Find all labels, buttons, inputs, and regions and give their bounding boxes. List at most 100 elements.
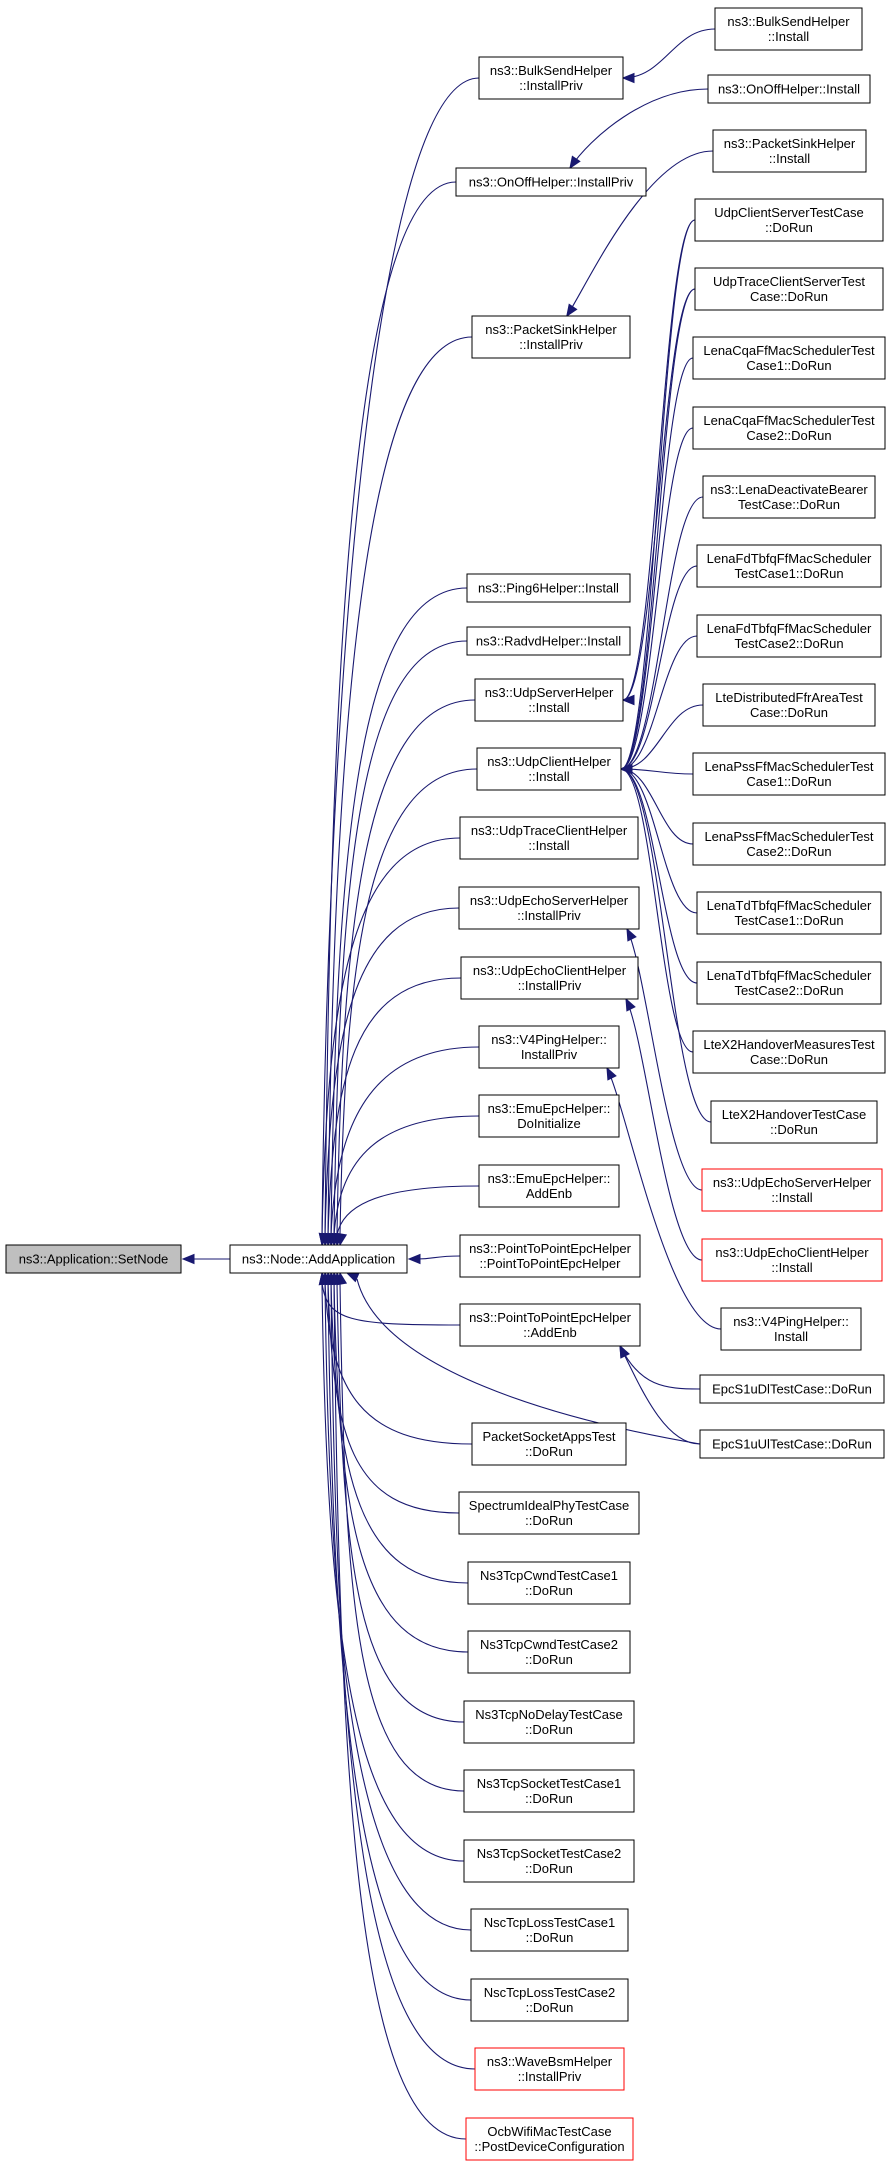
node-nsc1[interactable]: NscTcpLossTestCase1::DoRun <box>470 1908 629 1952</box>
node-ptpa[interactable]: ns3::PointToPointEpcHelper::AddEnb <box>459 1303 641 1347</box>
node-label-nsc2-0: NscTcpLossTestCase2 <box>484 1985 616 2000</box>
node-bsip[interactable]: ns3::BulkSendHelper::InstallPriv <box>478 56 624 100</box>
node-emui[interactable]: ns3::EmuEpcHelper::DoInitialize <box>478 1094 620 1138</box>
node-label-lfd2-1: TestCase2::DoRun <box>734 636 843 651</box>
node-uecp[interactable]: ns3::UdpEchoClientHelper::InstallPriv <box>460 956 639 1000</box>
node-psa[interactable]: PacketSocketAppsTest::DoRun <box>471 1422 627 1466</box>
edge-hub-nsc2 <box>327 1282 472 2001</box>
node-box-emui <box>478 1094 620 1138</box>
node-esu[interactable]: EpcS1uUlTestCase::DoRun <box>699 1429 885 1459</box>
node-box-lx2m <box>692 1030 886 1074</box>
node-box-v4p <box>478 1025 620 1069</box>
node-p6[interactable]: ns3::Ping6Helper::Install <box>466 573 631 603</box>
node-nsc2[interactable]: NscTcpLossTestCase2::DoRun <box>470 1978 629 2022</box>
node-label-psa-0: PacketSocketAppsTest <box>483 1429 616 1444</box>
node-emua[interactable]: ns3::EmuEpcHelper::AddEnb <box>478 1164 620 1208</box>
node-label-ucst-1: ::DoRun <box>765 220 813 235</box>
node-sip[interactable]: SpectrumIdealPhyTestCase::DoRun <box>458 1491 640 1535</box>
node-label-ncw2-0: Ns3TcpCwndTestCase2 <box>480 1637 618 1652</box>
node-label-ptpa-0: ns3::PointToPointEpcHelper <box>469 1310 632 1325</box>
node-nst1[interactable]: Ns3TcpSocketTestCase1::DoRun <box>463 1769 635 1813</box>
node-box-lps1 <box>692 752 886 796</box>
node-label-uesi-0: ns3::UdpEchoServerHelper <box>713 1175 872 1190</box>
node-ooi[interactable]: ns3::OnOffHelper::Install <box>707 74 871 104</box>
edge-hub-uesp <box>324 907 460 1236</box>
node-label-ncw1-1: ::DoRun <box>525 1583 573 1598</box>
node-label-lda-0: ns3::LenaDeactivateBearer <box>710 482 868 497</box>
node-box-ltd2 <box>696 961 882 1005</box>
node-psi[interactable]: ns3::PacketSinkHelper::Install <box>712 129 867 173</box>
node-hub[interactable]: ns3::Node::AddApplication <box>229 1244 408 1274</box>
edge-ucst-uci <box>620 219 696 770</box>
node-box-v4i <box>720 1307 862 1351</box>
node-psip[interactable]: ns3::PacketSinkHelper::InstallPriv <box>471 315 631 359</box>
node-ucst[interactable]: UdpClientServerTestCase::DoRun <box>694 198 884 242</box>
node-label-uesp-0: ns3::UdpEchoServerHelper <box>470 893 629 908</box>
node-uesp[interactable]: ns3::UdpEchoServerHelper::InstallPriv <box>458 886 640 930</box>
node-label-root-0: ns3::Application::SetNode <box>19 1252 169 1267</box>
node-uci[interactable]: ns3::UdpClientHelper::Install <box>476 747 622 791</box>
node-label-uci-1: ::Install <box>528 769 569 784</box>
node-nnd[interactable]: Ns3TcpNoDelayTestCase::DoRun <box>463 1700 635 1744</box>
node-wbsm[interactable]: ns3::WaveBsmHelper::InstallPriv <box>474 2047 625 2091</box>
node-box-uesp <box>458 886 640 930</box>
node-label-emui-0: ns3::EmuEpcHelper:: <box>488 1101 611 1116</box>
node-box-hub <box>229 1244 408 1274</box>
node-rad[interactable]: ns3::RadvdHelper::Install <box>466 626 631 656</box>
node-ueci[interactable]: ns3::UdpEchoClientHelper::Install <box>701 1238 883 1282</box>
node-nst2[interactable]: Ns3TcpSocketTestCase2::DoRun <box>463 1839 635 1883</box>
node-box-psa <box>471 1422 627 1466</box>
node-ncw2[interactable]: Ns3TcpCwndTestCase2::DoRun <box>467 1630 631 1674</box>
node-label-rad-0: ns3::RadvdHelper::Install <box>476 634 621 649</box>
node-box-ooi <box>707 74 871 104</box>
edge-lx2m-uci <box>620 768 694 1053</box>
node-label-utcst-1: Case::DoRun <box>750 289 828 304</box>
node-root[interactable]: ns3::Application::SetNode <box>5 1244 182 1274</box>
node-label-nst2-0: Ns3TcpSocketTestCase2 <box>477 1846 622 1861</box>
node-ocb[interactable]: OcbWifiMacTestCase::PostDeviceConfigurat… <box>465 2117 634 2161</box>
node-esd[interactable]: EpcS1uDlTestCase::DoRun <box>699 1374 885 1404</box>
node-uesi[interactable]: ns3::UdpEchoServerHelper::Install <box>701 1168 883 1212</box>
node-ptp[interactable]: ns3::PointToPointEpcHelper::PointToPoint… <box>459 1234 641 1278</box>
node-usi[interactable]: ns3::UdpServerHelper::Install <box>474 678 624 722</box>
node-box-ucst <box>694 198 884 242</box>
edge-hub-ocb <box>333 1282 467 2140</box>
node-lx2[interactable]: LteX2HandoverTestCase::DoRun <box>710 1100 878 1144</box>
node-label-ueci-0: ns3::UdpEchoClientHelper <box>715 1245 869 1260</box>
edge-uesi-uesp <box>626 928 703 1191</box>
node-ooip[interactable]: ns3::OnOffHelper::InstallPriv <box>455 167 647 197</box>
node-v4i[interactable]: ns3::V4PingHelper::Install <box>720 1307 862 1351</box>
node-box-psip <box>471 315 631 359</box>
edge-lx2-uci <box>620 768 712 1123</box>
node-box-lfd1 <box>696 544 882 588</box>
node-label-wbsm-1: ::InstallPriv <box>518 2069 582 2084</box>
node-box-root <box>5 1244 182 1274</box>
node-label-nst2-1: ::DoRun <box>525 1861 573 1876</box>
edge-hub-uci <box>339 768 478 1236</box>
edge-bsi-bsip <box>622 28 716 79</box>
node-utci[interactable]: ns3::UdpTraceClientHelper::Install <box>459 816 639 860</box>
node-label-lx2-0: LteX2HandoverTestCase <box>722 1107 867 1122</box>
node-box-uci <box>476 747 622 791</box>
node-ncw1[interactable]: Ns3TcpCwndTestCase1::DoRun <box>467 1561 631 1605</box>
node-label-lcq2-0: LenaCqaFfMacSchedulerTest <box>703 413 875 428</box>
node-label-lcq2-1: Case2::DoRun <box>746 428 831 443</box>
edge-hub-uecp <box>327 977 462 1236</box>
node-bsi[interactable]: ns3::BulkSendHelper::Install <box>714 7 863 51</box>
node-box-ptpa <box>459 1303 641 1347</box>
node-label-ltd2-1: TestCase2::DoRun <box>734 983 843 998</box>
node-label-ooip-0: ns3::OnOffHelper::InstallPriv <box>469 175 634 190</box>
node-v4p[interactable]: ns3::V4PingHelper::InstallPriv <box>478 1025 620 1069</box>
